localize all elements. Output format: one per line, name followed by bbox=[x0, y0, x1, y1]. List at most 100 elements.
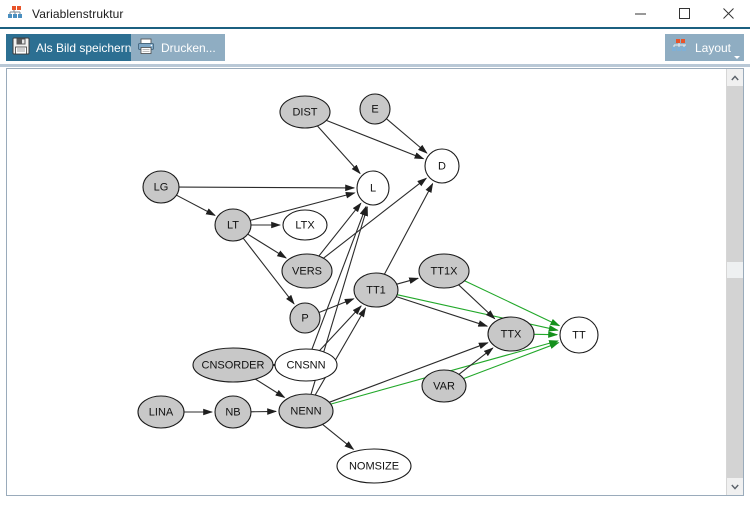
node-label: NENN bbox=[290, 406, 321, 418]
graph-node[interactable]: LG bbox=[142, 170, 180, 204]
graph-edge bbox=[318, 202, 362, 257]
node-label: LINA bbox=[149, 407, 174, 419]
graph-node[interactable]: NOMSIZE bbox=[336, 448, 412, 484]
node-label: NOMSIZE bbox=[349, 461, 399, 473]
chevron-down-icon[interactable] bbox=[734, 56, 740, 59]
graph-node[interactable]: VAR bbox=[421, 369, 467, 403]
graph-edge bbox=[329, 342, 489, 403]
printer-icon bbox=[137, 37, 155, 58]
node-ellipse[interactable] bbox=[356, 170, 390, 206]
chevron-up-icon bbox=[731, 74, 739, 80]
graph-node[interactable]: LTX bbox=[282, 209, 328, 241]
node-ellipse[interactable] bbox=[336, 448, 412, 484]
close-icon bbox=[722, 8, 734, 19]
node-ellipse[interactable] bbox=[274, 348, 338, 382]
graph-edge bbox=[314, 307, 367, 396]
graph-edge bbox=[323, 177, 428, 259]
node-ellipse[interactable] bbox=[421, 369, 467, 403]
vertical-scrollbar[interactable] bbox=[726, 69, 743, 495]
node-ellipse[interactable] bbox=[289, 302, 321, 334]
node-ellipse[interactable] bbox=[353, 272, 399, 308]
graph-edge bbox=[464, 280, 561, 327]
close-button[interactable] bbox=[706, 0, 750, 27]
title-bar: Variablenstruktur bbox=[0, 0, 750, 27]
scroll-track[interactable] bbox=[727, 86, 743, 478]
scroll-down-button[interactable] bbox=[727, 478, 743, 495]
graph-node[interactable]: LT bbox=[214, 208, 252, 242]
graph-edge bbox=[458, 347, 494, 375]
node-label: VERS bbox=[292, 266, 322, 278]
node-ellipse[interactable] bbox=[279, 95, 331, 129]
scroll-up-button[interactable] bbox=[727, 69, 743, 86]
node-ellipse[interactable] bbox=[418, 253, 470, 289]
graph-node[interactable]: DIST bbox=[279, 95, 331, 129]
node-ellipse[interactable] bbox=[359, 93, 391, 125]
graph-node[interactable]: CNSORDER bbox=[192, 347, 274, 383]
node-label: TTX bbox=[501, 329, 522, 341]
maximize-icon bbox=[678, 8, 690, 19]
layout-button[interactable]: Layout bbox=[664, 34, 744, 61]
node-ellipse[interactable] bbox=[192, 347, 274, 383]
node-ellipse[interactable] bbox=[214, 395, 252, 429]
node-ellipse[interactable] bbox=[282, 209, 328, 241]
graph-node[interactable]: TT bbox=[559, 316, 599, 354]
node-ellipse[interactable] bbox=[142, 170, 180, 204]
graph-node[interactable]: TT1X bbox=[418, 253, 470, 289]
print-label: Drucken... bbox=[161, 40, 216, 55]
node-label: NB bbox=[225, 407, 240, 419]
graph-node[interactable]: L bbox=[356, 170, 390, 206]
node-label: L bbox=[370, 183, 376, 195]
node-label: CNSORDER bbox=[202, 360, 265, 372]
graph-node[interactable]: NB bbox=[214, 395, 252, 429]
graph-edge bbox=[322, 423, 355, 450]
node-label: E bbox=[371, 104, 378, 116]
toolbar-divider bbox=[0, 64, 750, 67]
hierarchy-icon bbox=[7, 5, 25, 23]
graph-node[interactable]: CNSNN bbox=[274, 348, 338, 382]
graph-node[interactable]: E bbox=[359, 93, 391, 125]
graph-edge bbox=[311, 205, 367, 350]
chevron-down-icon bbox=[731, 484, 739, 490]
graph-node[interactable]: D bbox=[424, 148, 460, 184]
node-label: TT1X bbox=[431, 266, 459, 278]
node-ellipse[interactable] bbox=[214, 208, 252, 242]
graph-node[interactable]: P bbox=[289, 302, 321, 334]
minimize-button[interactable] bbox=[618, 0, 662, 27]
node-label: P bbox=[301, 313, 308, 325]
graph-node[interactable]: TT1 bbox=[353, 272, 399, 308]
graph-node[interactable]: TTX bbox=[487, 316, 535, 352]
graph-edge bbox=[255, 378, 286, 398]
hierarchy-icon bbox=[671, 37, 689, 58]
node-label: VAR bbox=[433, 381, 455, 393]
node-ellipse[interactable] bbox=[278, 393, 334, 429]
minimize-icon bbox=[634, 13, 646, 15]
graph-edge bbox=[463, 342, 560, 380]
save-as-image-button[interactable]: Als Bild speichern... bbox=[6, 34, 151, 61]
graph-edge bbox=[247, 233, 287, 259]
graph-node[interactable]: NENN bbox=[278, 393, 334, 429]
window-controls bbox=[618, 0, 750, 27]
node-ellipse[interactable] bbox=[424, 148, 460, 184]
print-button[interactable]: Drucken... bbox=[131, 34, 225, 61]
maximize-button[interactable] bbox=[662, 0, 706, 27]
node-label: D bbox=[438, 161, 446, 173]
graph-node[interactable]: VERS bbox=[281, 253, 333, 289]
graph-node[interactable]: LINA bbox=[137, 395, 185, 429]
node-ellipse[interactable] bbox=[281, 253, 333, 289]
graph-edge bbox=[458, 284, 496, 320]
graph-edge bbox=[316, 125, 361, 175]
node-ellipse[interactable] bbox=[137, 395, 185, 429]
scroll-thumb[interactable] bbox=[727, 262, 743, 278]
edge-layer bbox=[176, 118, 561, 450]
window-title: Variablenstruktur bbox=[32, 6, 124, 21]
graph-edge bbox=[178, 184, 356, 192]
node-ellipse[interactable] bbox=[487, 316, 535, 352]
node-label: DIST bbox=[292, 107, 317, 119]
node-ellipse[interactable] bbox=[559, 316, 599, 354]
toolbar: Als Bild speichern... Drucken... bbox=[0, 27, 750, 67]
